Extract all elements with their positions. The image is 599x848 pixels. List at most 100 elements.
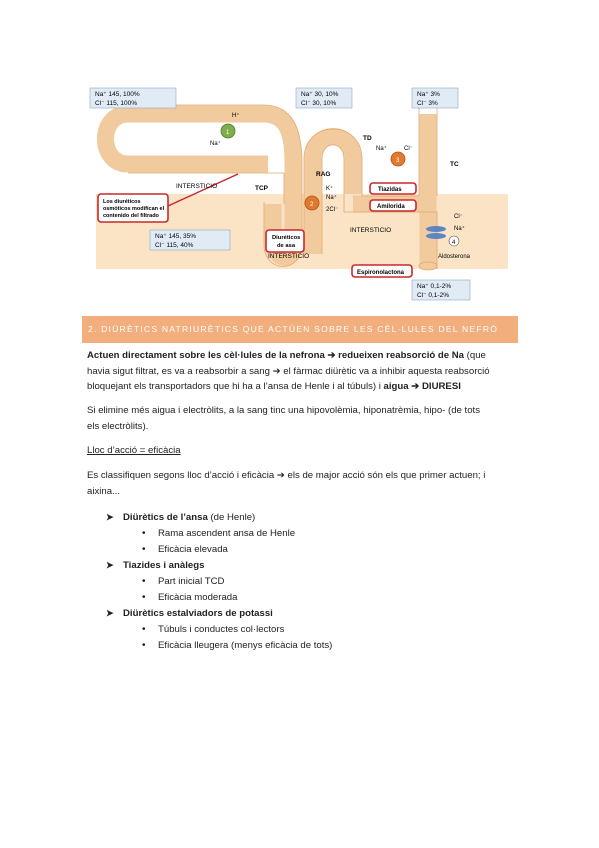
sub-item-label: Eficàcia moderada <box>158 592 238 603</box>
bullet-arrow-icon: ➤ <box>106 560 114 570</box>
ion-label: Cl⁻ <box>454 214 463 220</box>
conc-label: Cl⁻ 30, 10% <box>301 100 336 107</box>
ion-label: 2Cl⁻ <box>326 207 338 213</box>
p1-arrow-2: ➔ <box>408 381 422 392</box>
drug-label: Diuréticos <box>272 235 300 241</box>
note-line: Los diuréticos <box>103 199 141 205</box>
ion-label: K⁺ <box>326 185 333 192</box>
transporter-4: 4 <box>426 226 460 247</box>
sub-list-item: • Eficàcia elevada <box>142 544 228 555</box>
sub-item-label: Rama ascendent ansa de Henle <box>158 528 296 539</box>
list-item: ➤ Diürètics estalviadors de potassi <box>106 608 273 619</box>
thiazide-drug-box: Tiazidas <box>369 182 417 195</box>
sub-list-item: • Rama ascendent ansa de Henle <box>142 528 295 539</box>
sub-item-label: Eficàcia elevada <box>158 544 228 555</box>
sub-list-item: • Eficàcia lleugera (menys eficàcia de to… <box>142 640 332 651</box>
loop-drug-box: Diuréticos de asa <box>265 229 305 253</box>
region-label: TC <box>450 161 459 168</box>
ion-label: Na⁺ <box>210 140 221 147</box>
transporter-3: 3 <box>390 151 406 167</box>
p2-line2: els electròlits). <box>87 420 149 432</box>
drug-label: Amilorida <box>377 204 405 210</box>
region-label: TCP <box>255 185 269 192</box>
list-item-rest: (de Henle) <box>207 512 256 523</box>
p1-line3: bloquejant els transportadors que hi ha … <box>87 379 490 395</box>
conc-box-top-right: Na⁺ 3% Cl⁻ 3% <box>411 87 459 109</box>
list-item: ➤ Tiazides i anàlegs <box>106 560 204 571</box>
sub-list-item: • Túbuls i conductes col·lectors <box>142 624 284 635</box>
note-line: contenido del filtrado <box>103 213 160 219</box>
p1-arrow-1: ➔ <box>324 350 339 361</box>
bullet-dot-icon: • <box>142 544 146 555</box>
hormone-label: Aldosterona <box>438 254 471 260</box>
osmotic-note: Los diuréticos osmóticos modifican el co… <box>97 193 169 223</box>
transporter-number: 1 <box>226 130 230 136</box>
drug-label: Espironolactona <box>357 270 405 276</box>
bullet-dot-icon: • <box>142 640 146 651</box>
conc-label: Na⁺ 30, 10% <box>301 91 339 98</box>
conc-box-top-left: Na⁺ 145, 100% Cl⁻ 115, 100% <box>89 87 177 109</box>
bullet-dot-icon: • <box>142 576 146 587</box>
ion-label: Na⁺ <box>376 145 387 152</box>
p1-text-1: (que <box>464 350 486 361</box>
sub-list-item: • Eficàcia moderada <box>142 592 237 603</box>
paragraph-3: Es classifiquen segons lloc d’acció i ef… <box>87 468 485 499</box>
bullet-dot-icon: • <box>142 624 146 635</box>
nephron-diagram: Na⁺ 145, 100% Cl⁻ 115, 100% Na⁺ 30, 10% … <box>89 87 508 301</box>
note-arrow <box>167 173 239 207</box>
conc-label: Na⁺ 0,1-2% <box>417 283 451 290</box>
bullet-dot-icon: • <box>142 592 146 603</box>
region-label: INTERSTICIO <box>350 227 391 234</box>
ion-label: Cl⁻ <box>404 146 413 152</box>
paragraph-1: Actuen directament sobre les cèl·lules d… <box>87 348 490 395</box>
bullet-arrow-icon: ➤ <box>106 608 114 618</box>
p1-text-3: bloquejant els transportadors que hi ha … <box>87 381 384 392</box>
amiloride-drug-box: Amilorida <box>369 199 417 212</box>
sub-item-label: Part inicial TCD <box>158 576 225 587</box>
p3-line2: aixina... <box>87 485 121 497</box>
region-label: INTERSTICIO <box>176 183 217 190</box>
transporter-number: 3 <box>396 158 400 164</box>
p1-bold-4: DIURESI <box>421 381 461 392</box>
conc-label: Na⁺ 3% <box>417 91 440 98</box>
list-item-label: Tiazides i anàlegs <box>123 560 205 571</box>
p1-bold-1: Actuen directament sobre les cèl·lules d… <box>87 350 325 361</box>
sub-item-label: Eficàcia lleugera (menys eficàcia de tot… <box>158 640 333 651</box>
list-item-label: Diürètics de l’ansa <box>123 512 208 523</box>
region-label: TD <box>363 135 372 142</box>
conc-label: Na⁺ 145, 100% <box>95 91 140 98</box>
conc-label: Cl⁻ 115, 100% <box>95 100 137 107</box>
paragraph-2: Si elimine més aigua i electròlits, a la… <box>87 403 480 434</box>
section-title: 2. DIÜRÈTICS NATRIURÈTICS QUE ACTÚEN SOB… <box>88 324 499 334</box>
transporter-1: 1 <box>220 123 236 139</box>
conc-label: Cl⁻ 3% <box>417 100 438 107</box>
drug-label: de asa <box>277 243 296 249</box>
conc-label: Na⁺ 145, 35% <box>155 233 196 240</box>
ion-label: Na⁺ <box>454 225 465 232</box>
conc-box-bottom-left: Na⁺ 145, 35% Cl⁻ 115, 40% <box>149 229 231 251</box>
transporter-number: 2 <box>310 202 314 208</box>
p1-line1: Actuen directament sobre les cèl·lules d… <box>87 348 490 364</box>
transporter-number: 4 <box>452 240 456 246</box>
tubule <box>97 105 437 266</box>
p3-line1: Es classifiquen segons lloc d’acció i ef… <box>87 470 486 481</box>
ion-label: H⁺ <box>232 112 240 119</box>
p2-line1: Si elimine més aigua i electròlits, a la… <box>87 405 481 416</box>
p1-bold-2: redueixen reabsorció de Na <box>338 350 465 361</box>
section-banner: 2. DIÜRÈTICS NATRIURÈTICS QUE ACTÚEN SOB… <box>82 316 518 343</box>
lloc-heading: Lloc d’acció = eficàcia <box>87 445 181 456</box>
conc-box-bottom-right: Na⁺ 0,1-2% Cl⁻ 0,1-2% <box>411 279 471 301</box>
conc-label: Cl⁻ 0,1-2% <box>417 292 449 299</box>
region-label: RAG <box>316 171 330 178</box>
bullet-dot-icon: • <box>142 528 146 539</box>
note-line: osmóticos modifican el <box>103 206 165 212</box>
bullet-arrow-icon: ➤ <box>106 512 114 522</box>
drug-label: Tiazidas <box>378 187 402 193</box>
conc-label: Cl⁻ 115, 40% <box>155 242 194 249</box>
spiro-drug-box: Espironolactona <box>351 264 413 278</box>
p1-line2: havia sigut filtrat, es va a reabsorbir … <box>87 365 490 377</box>
region-label: INTERSTICIO <box>268 253 309 260</box>
sub-item-label: Túbuls i conductes col·lectors <box>158 624 285 635</box>
transporter-2: 2 <box>304 195 320 211</box>
list-item-label: Diürètics estalviadors de potassi <box>123 608 273 619</box>
